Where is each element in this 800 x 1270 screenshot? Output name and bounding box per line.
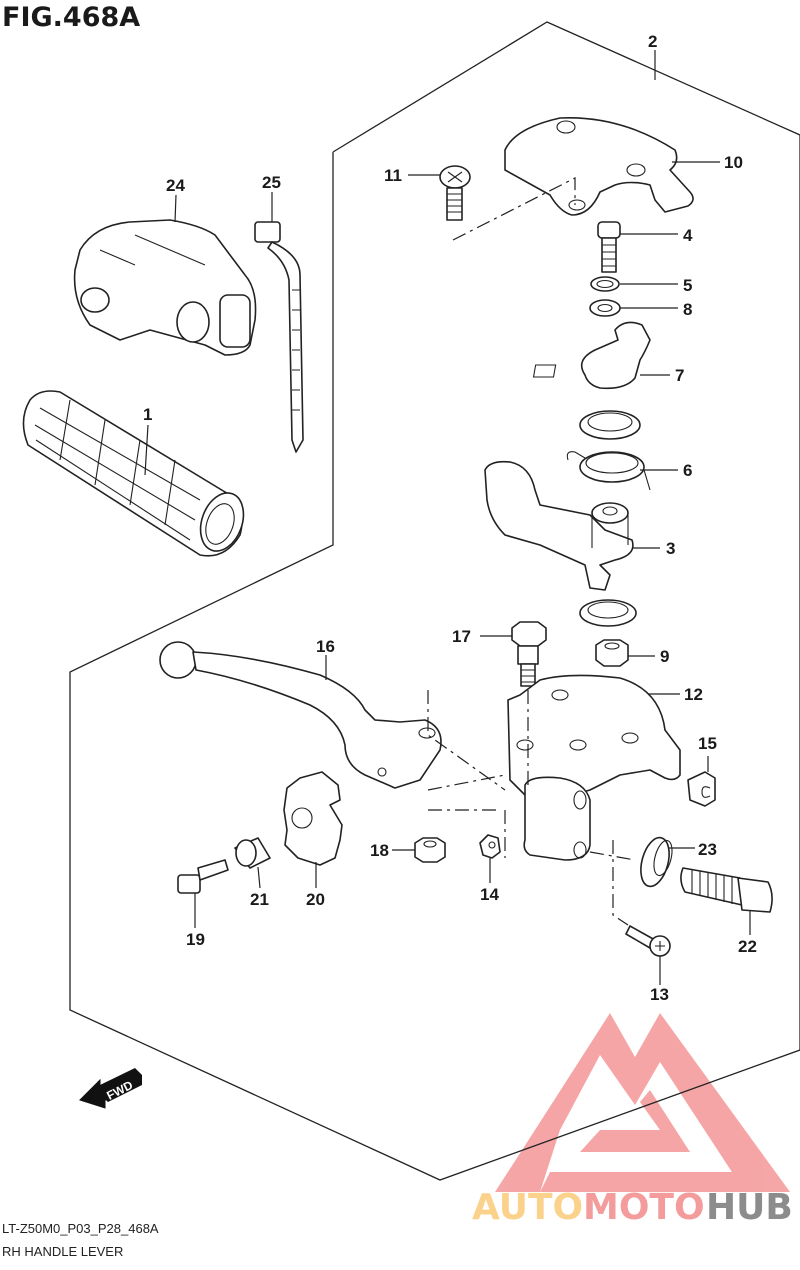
watermark-moto: MOTO xyxy=(583,1187,705,1228)
callout-24: 24 xyxy=(166,176,185,195)
callout-8: 8 xyxy=(683,300,692,319)
part-9-nut xyxy=(595,639,629,667)
callout-6: 6 xyxy=(683,461,692,480)
watermark-auto: AUTO xyxy=(472,1187,583,1228)
fwd-arrow-icon: FWD xyxy=(79,1068,142,1109)
part-24-switch-housing xyxy=(73,219,257,356)
callout-1: 1 xyxy=(143,405,152,424)
callout-23: 23 xyxy=(698,840,717,859)
watermark-hub: HUB xyxy=(706,1187,793,1228)
figure-title: FIG.468A xyxy=(2,2,141,33)
part-11-screw xyxy=(439,165,471,221)
part-1-grip xyxy=(22,390,245,557)
callout-16: 16 xyxy=(316,637,335,656)
callout-19: 19 xyxy=(186,930,205,949)
guide-line-pivot xyxy=(427,774,506,791)
part-4-bolt xyxy=(597,221,621,273)
callout-3: 3 xyxy=(666,539,675,558)
part-12-bracket xyxy=(507,674,681,861)
callout-7: 7 xyxy=(675,366,684,385)
part-14-nut xyxy=(479,834,501,859)
part-25-cable-tie xyxy=(254,221,304,453)
callout-9: 9 xyxy=(660,647,669,666)
figure-code: LT-Z50M0_P03_P28_468A xyxy=(2,1221,159,1236)
callout-12: 12 xyxy=(684,685,703,704)
guide-line-lever xyxy=(427,690,506,791)
callout-5: 5 xyxy=(683,276,692,295)
part-23-adjuster-nut xyxy=(640,836,673,888)
part-7-plate xyxy=(532,321,651,390)
callout-14: 14 xyxy=(480,885,499,904)
watermark-logo xyxy=(495,1013,790,1192)
guide-line-13 xyxy=(612,840,629,926)
seal-ring-lower xyxy=(579,599,637,627)
part-15-cover xyxy=(687,771,716,807)
part-13-screw xyxy=(625,925,671,957)
callout-10: 10 xyxy=(724,153,743,172)
part-6-spring xyxy=(566,451,651,491)
callout-25: 25 xyxy=(262,173,281,192)
part-17-bolt xyxy=(511,621,547,687)
callout-2: 2 xyxy=(648,32,657,51)
logo-inner-icon xyxy=(580,1090,690,1152)
callout-20: 20 xyxy=(306,890,325,909)
callout-21: 21 xyxy=(250,890,269,909)
part-21-collar xyxy=(234,837,271,869)
callout-22: 22 xyxy=(738,937,757,956)
callout-15: 15 xyxy=(698,734,717,753)
leader-lines xyxy=(144,50,751,985)
part-5-washer xyxy=(590,276,620,292)
callout-4: 4 xyxy=(683,226,693,245)
part-10-cover xyxy=(504,116,694,216)
guide-line-23 xyxy=(589,851,636,861)
assembly-frame xyxy=(69,21,800,1181)
part-22-adjuster-bolt xyxy=(680,867,773,913)
part-20-holder xyxy=(283,771,343,866)
part-19-screw xyxy=(177,859,229,894)
part-16-lever xyxy=(159,641,442,789)
callout-18: 18 xyxy=(370,841,389,860)
guide-line-11 xyxy=(452,177,576,241)
logo-mountain-icon xyxy=(495,1013,790,1192)
part-8-washer xyxy=(589,299,621,317)
seal-ring-upper xyxy=(579,410,641,440)
figure-name: RH HANDLE LEVER xyxy=(2,1244,124,1259)
callout-11: 11 xyxy=(384,166,402,185)
part-18-nut xyxy=(414,837,446,863)
part-3-throttle-lever xyxy=(484,460,634,591)
callout-13: 13 xyxy=(650,985,669,1004)
callout-17: 17 xyxy=(452,627,471,646)
logo-base-icon xyxy=(540,1172,760,1192)
